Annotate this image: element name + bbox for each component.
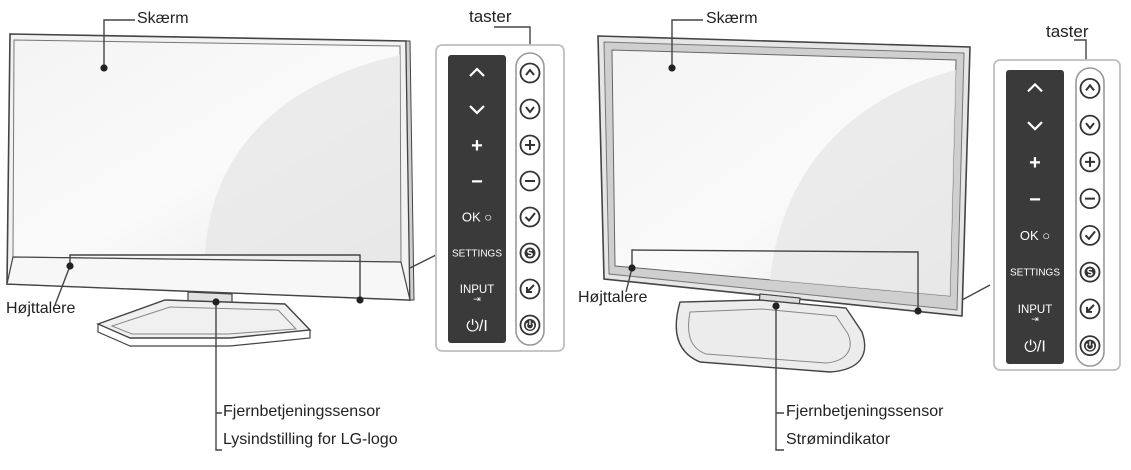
left-tv-glare bbox=[205, 55, 400, 262]
left-speaker-dot-right bbox=[356, 296, 364, 304]
right-speaker-dot-right bbox=[914, 307, 922, 315]
left-tv-down-button-glyph bbox=[469, 105, 485, 115]
right-speaker-bracket bbox=[631, 249, 919, 311]
left-tv-button-label-6: INPUT bbox=[460, 284, 495, 296]
right-tv-button-label-7: ⏻/I bbox=[1024, 338, 1046, 355]
right-screen-dot bbox=[668, 64, 676, 72]
right-tv-glare bbox=[770, 70, 956, 296]
right-tv-button-panel: + − OK ○ SETTINGS INPUT⇥ ⏻/I bbox=[993, 59, 1121, 371]
left-tv-icon-column bbox=[515, 52, 545, 346]
left-remote-sensor-label: Fjernbetjeningssensor bbox=[223, 403, 381, 420]
right-tv-down-button-glyph bbox=[1027, 121, 1043, 131]
right-tv-chevron-down-icon bbox=[1079, 114, 1101, 136]
left-tv-button-label-5: SETTINGS bbox=[452, 249, 502, 260]
right-speaker-leader bbox=[625, 267, 633, 293]
right-tv-checkmark-icon bbox=[1079, 224, 1101, 246]
left-tv-side bbox=[405, 40, 415, 301]
right-screen-leader bbox=[671, 19, 703, 68]
right-tv-button-label-5: SETTINGS bbox=[1010, 268, 1060, 279]
left-tv-chevron-down-icon bbox=[519, 98, 541, 120]
right-speakers-label: Højttalere bbox=[578, 289, 648, 306]
right-sensor-dot bbox=[772, 302, 780, 310]
left-tv-button-label-4: OK ○ bbox=[462, 210, 492, 225]
right-buttons-title: taster bbox=[1046, 22, 1089, 41]
right-tv-icon-column bbox=[1075, 67, 1105, 367]
left-tv-button-label-2: + bbox=[471, 135, 483, 157]
right-remote-sensor-label: Fjernbetjeningssensor bbox=[786, 403, 944, 420]
right-tv-panel-face bbox=[1006, 70, 1064, 364]
left-tv-stand-base bbox=[96, 299, 312, 339]
right-tv-up-button-glyph bbox=[1027, 82, 1043, 93]
left-tv bbox=[6, 33, 415, 347]
right-sensor-leader bbox=[775, 306, 784, 451]
left-sensor-leader bbox=[215, 302, 222, 451]
left-tv-panel-face bbox=[448, 55, 506, 343]
left-tv-up-button-glyph bbox=[469, 67, 485, 77]
left-speakers-label: Højttalere bbox=[6, 300, 76, 317]
left-speaker-bracket bbox=[69, 254, 361, 300]
left-screen-dot bbox=[100, 64, 108, 72]
right-power-indicator-label: Strømindikator bbox=[786, 431, 891, 448]
right-tv-stand-base bbox=[675, 299, 866, 373]
left-tv-chevron-up-icon bbox=[519, 62, 541, 84]
right-speaker-dot-left bbox=[628, 264, 636, 272]
left-speaker-dot-left bbox=[66, 262, 74, 270]
left-tv-input-arrow: ⇥ bbox=[473, 295, 481, 305]
left-tv-button-label-3: − bbox=[471, 171, 483, 193]
right-panel-connector bbox=[961, 284, 991, 301]
left-logo-light-label: Lysindstilling for LG-logo bbox=[223, 431, 398, 448]
right-tv-chevron-up-icon bbox=[1079, 77, 1101, 99]
left-tv-button-panel: + − OK ○ SETTINGS INPUT⇥ ⏻/I bbox=[435, 44, 565, 352]
left-buttons-title: taster bbox=[469, 7, 512, 26]
left-speaker-leader bbox=[54, 265, 71, 306]
left-tv-checkmark-icon bbox=[519, 206, 541, 228]
right-tv-button-label-6: INPUT bbox=[1018, 304, 1053, 316]
right-tv bbox=[597, 35, 971, 373]
left-screen-label: Skærm bbox=[137, 10, 189, 27]
left-tv-button-label-7: ⏻/I bbox=[466, 318, 488, 335]
left-sensor-dot bbox=[212, 298, 220, 306]
right-tv-button-label-2: + bbox=[1029, 152, 1041, 174]
right-tv-input-arrow: ⇥ bbox=[1031, 315, 1039, 325]
right-tv-button-label-3: − bbox=[1029, 189, 1041, 211]
right-tv-button-label-4: OK ○ bbox=[1020, 228, 1050, 243]
left-screen-leader bbox=[103, 19, 135, 68]
right-screen-label: Skærm bbox=[706, 10, 758, 27]
